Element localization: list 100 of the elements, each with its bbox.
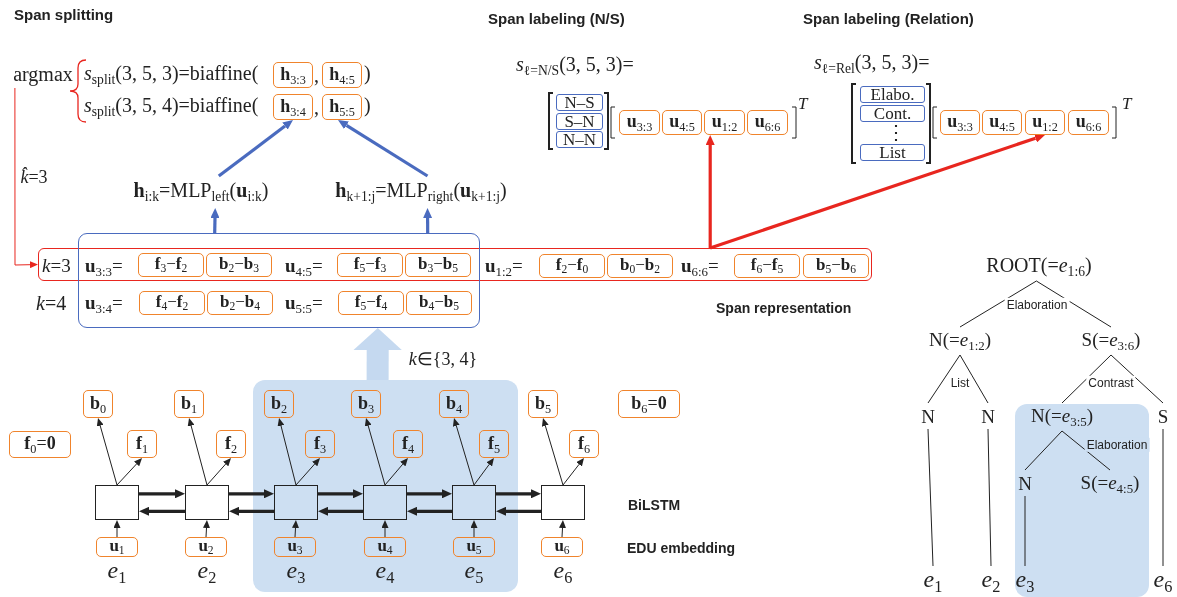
equation-text: ): [364, 61, 371, 85]
highlight-region: [1015, 404, 1149, 597]
arrow: [229, 489, 274, 499]
vector-box: u$_{5}$: [453, 537, 495, 557]
equation-text: u$_{3:3}$=: [85, 255, 123, 280]
equation-text: u$_{1:2}$=: [485, 255, 523, 280]
vector-box: h$_{3:4}$: [273, 94, 313, 120]
vector-box: b$_{0}$−b$_{2}$: [607, 254, 673, 278]
vector-box: b$_{6}$=0: [618, 390, 680, 418]
arrow: [470, 520, 478, 538]
arrow: [116, 458, 143, 486]
tree-branch-line: [959, 280, 1037, 328]
tree-node-label: N(=e$_{3:5}$): [1020, 403, 1104, 431]
label-box: N–S: [556, 94, 603, 111]
vector-box: f$_{6}$: [569, 430, 599, 458]
layer-label: BiLSTM: [628, 497, 681, 514]
highlight-region: [253, 380, 518, 592]
vector-box: b$_{3}$−b$_{5}$: [405, 253, 471, 277]
lstm-cell: [363, 485, 407, 520]
arrow: [113, 520, 121, 538]
arrow: [277, 418, 297, 486]
equation-text: ,: [314, 63, 319, 87]
label-box: List: [860, 144, 925, 161]
vector-box: f$_{4}$: [393, 430, 423, 458]
label-box: S–N: [556, 113, 603, 130]
lstm-cell: [452, 485, 496, 520]
equation-text: s$_{ℓ=N/S}$(3, 5, 3)=: [516, 52, 634, 80]
arrow: [473, 457, 494, 486]
tree-node-label: N(=e$_{1:2}$): [916, 327, 1004, 355]
arrow: [709, 133, 1045, 250]
vector-box: b$_{2}$−b$_{4}$: [207, 291, 273, 315]
tree-branch-line: [1162, 428, 1164, 567]
edge-label: Elaboration: [1084, 437, 1150, 453]
edu-label: e$_{5}$: [464, 556, 484, 588]
vector-box: h$_{4:5}$: [322, 62, 362, 88]
arrow: [292, 520, 299, 538]
vector-box: b$_{1}$: [174, 390, 204, 418]
arrow: [407, 506, 452, 516]
tree-branch-line: [1061, 354, 1112, 404]
tree-node-label: S(=e$_{4:5}$): [1068, 470, 1152, 498]
vector-box: b$_{3}$: [351, 390, 381, 418]
equation-text: k=3: [42, 255, 71, 278]
section-heading: Span splitting: [14, 6, 114, 24]
lstm-cell: [185, 485, 229, 520]
vector-box: f$_{3}$: [305, 430, 335, 458]
vector-box: b$_{4}$−b$_{5}$: [406, 291, 472, 315]
equation-text: s$_{split}$(3, 5, 4)=biaffine(: [84, 93, 259, 121]
arrow: [381, 520, 389, 538]
equation-text: k=4: [36, 291, 67, 315]
vector-box: b$_{5}$: [528, 390, 558, 418]
equation-text: h$_{i:k}$=MLP$_{left}$(u$_{i:k}$): [112, 176, 290, 208]
edu-label: e$_{1}$: [107, 556, 127, 588]
vector-box: f$_{5}$: [479, 430, 509, 458]
vector-box: u$_{4}$: [364, 537, 406, 557]
leaf-label: e$_{1}$: [919, 566, 947, 596]
operator-text: argmax: [6, 60, 80, 88]
vector-box: u$_{4:5}$: [662, 110, 702, 135]
tree-node-label: S(=e$_{3:6}$): [1070, 327, 1152, 355]
vector-box: b$_{0}$: [83, 390, 113, 418]
layer-label: Span representation: [716, 300, 852, 317]
arrow: [295, 458, 320, 486]
vector-box: u$_{2}$: [185, 537, 227, 557]
equation-text: u$_{6:6}$=: [681, 255, 719, 280]
equation-text: s$_{ℓ=Rel}$(3, 5, 3)=: [814, 50, 930, 78]
leaf-label: e$_{3}$: [1011, 566, 1039, 596]
tree-branch-line: [1061, 430, 1111, 471]
block-arrow: [353, 328, 402, 381]
vector-box: u$_{3:3}$: [940, 110, 980, 135]
vector-box: f$_{4}$−f$_{2}$: [139, 291, 205, 315]
arrow: [229, 506, 274, 516]
arrow: [139, 489, 185, 499]
vector-box: f$_{2}$: [216, 430, 246, 458]
lstm-cell: [95, 485, 139, 520]
vector-box: u$_{6:6}$: [1068, 110, 1109, 135]
arrow: [423, 208, 433, 233]
label-box: Elabo.: [860, 86, 925, 103]
arrow: [139, 506, 185, 516]
edu-label: e$_{4}$: [375, 556, 395, 588]
section-heading: Span labeling (N/S): [488, 10, 625, 28]
vector-box: b$_{2}$−b$_{3}$: [206, 253, 272, 277]
vector-box: u$_{1}$: [96, 537, 138, 557]
arrow: [318, 506, 363, 516]
arrow: [14, 87, 38, 269]
arrow: [96, 418, 118, 486]
span-row-box: [38, 248, 872, 281]
vector-box: u$_{6}$: [541, 537, 583, 557]
tree-branch-line: [959, 354, 989, 404]
tree-node-label: S: [1155, 403, 1171, 429]
tree-branch-line: [1024, 430, 1063, 471]
superscript-text: T: [798, 94, 808, 115]
vector-box: f$_{0}$=0: [9, 431, 71, 458]
leaf-label: e$_{2}$: [977, 566, 1005, 596]
equation-text: u$_{4:5}$=: [285, 255, 323, 280]
arrow: [338, 120, 429, 178]
equation-text: s$_{split}$(3, 5, 3)=biaffine(: [84, 61, 259, 89]
leaf-label: e$_{6}$: [1149, 566, 1177, 596]
arrow: [562, 458, 584, 486]
arrow: [496, 506, 541, 516]
vector-box: f$_{5}$−f$_{3}$: [337, 253, 403, 277]
arrow: [559, 520, 566, 538]
